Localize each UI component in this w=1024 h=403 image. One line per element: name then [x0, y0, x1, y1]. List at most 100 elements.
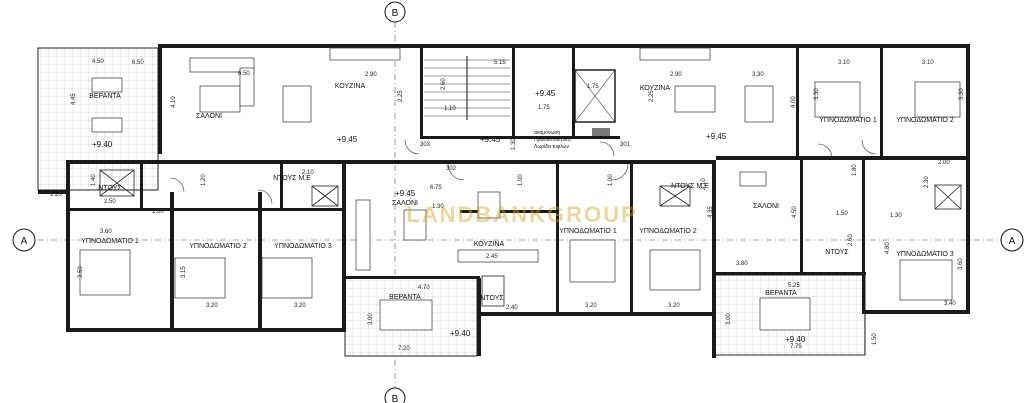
dimension-label: 1.30	[511, 138, 517, 150]
dimension-label: 2.60	[441, 78, 447, 90]
level-mark: +9.45	[535, 89, 556, 98]
dimension-label: 1.00	[518, 174, 524, 186]
door-numbers: 303 302 301	[420, 142, 631, 172]
room-label-saloni-right: ΣΑΛΟΝΙ	[753, 203, 779, 210]
room-label-ypnodomatio3-right: ΥΠΝΟΔΩΜΑΤΙΟ 3	[896, 251, 954, 258]
dimension-label: 1.30	[432, 204, 444, 210]
room-label-ypnodomatio1-right: ΥΠΝΟΔΩΜΑΤΙΟ 1	[819, 117, 877, 124]
dimension-label: 2.60	[848, 234, 854, 246]
dimension-label: 3.20	[668, 303, 680, 309]
dimension-label: 1.10	[444, 106, 456, 112]
stair-treads	[424, 56, 510, 120]
svg-text:B: B	[392, 394, 399, 403]
room-label-ypnodomatio2-mid: ΥΠΝΟΔΩΜΑΤΙΟ 2	[639, 228, 697, 235]
dimension-label: 2.00	[938, 160, 950, 166]
dimension-label: 3.60	[100, 229, 112, 235]
room-label-veranda-top-left: ΒΕΡΑΝΤΑ	[89, 93, 121, 100]
room-label-ntous-right: ΝΤΟΥΣ	[825, 249, 849, 256]
dimension-label: 7.75	[790, 344, 802, 350]
room-label-ntous-me-left: ΝΤΟΥΣ Μ.Ε	[273, 175, 311, 182]
svg-text:Προειδοποιητική: Προειδοποιητική	[534, 136, 571, 143]
dimension-label: 7.20	[398, 346, 410, 352]
dimension-label: 2.45	[486, 254, 498, 260]
dimension-label: 2.30	[924, 176, 930, 188]
kitchen-counters	[329, 47, 711, 263]
dimension-label: 4.45	[71, 93, 77, 105]
svg-text:A: A	[1009, 236, 1016, 247]
dimension-label: 4.70	[418, 285, 430, 291]
room-labels: ΒΕΡΑΝΤΑ ΣΑΛΟΝΙ ΚΟΥΖΙΝΑ ΝΤΟΥΣ ΝΤΟΥΣ Μ.Ε Υ…	[81, 83, 954, 302]
room-label-kouzina-left: ΚΟΥΖΙΝΑ	[335, 83, 366, 90]
room-label-ntous-mid: ΝΤΟΥΣ	[480, 295, 504, 302]
dimension-label: 1.80	[852, 164, 858, 176]
dimension-label: 3.00	[368, 313, 374, 325]
door-number: 302	[446, 166, 457, 172]
dimension-label: 6.75	[430, 185, 442, 191]
dimension-label: 3.30	[814, 88, 820, 100]
room-label-ypnodomatio2-right: ΥΠΝΟΔΩΜΑΤΙΟ 2	[896, 117, 954, 124]
dimension-label: 1.50	[872, 333, 878, 345]
dimension-label: 1.50	[836, 211, 848, 217]
dimension-label: 3.30	[959, 88, 965, 100]
lift-warning-strip	[592, 128, 610, 136]
dimension-label: 4.80	[885, 242, 891, 254]
room-label-kouzina-right: ΚΟΥΖΙΝΑ	[640, 85, 671, 92]
svg-text:Λωρίδα τυφλών: Λωρίδα τυφλών	[534, 143, 569, 150]
dimension-label: 3.00	[726, 313, 732, 325]
room-label-ypnodomatio1-left: ΥΠΝΟΔΩΜΑΤΙΟ 1	[81, 238, 139, 245]
level-mark: +9.40	[785, 335, 806, 344]
dimension-label: 1.30	[890, 213, 902, 219]
level-mark: +9.45	[395, 189, 416, 198]
dimension-label: 1.00	[152, 209, 164, 215]
dimension-label: 6.50	[132, 60, 144, 66]
room-label-saloni-left: ΣΑΛΟΝΙ	[196, 113, 222, 120]
dimension-label: 3.20	[585, 303, 597, 309]
dimension-label: 1.00	[608, 174, 614, 186]
dimension-label: 2.40	[506, 305, 518, 311]
room-label-saloni-mid: ΣΑΛΟΝΙ	[392, 200, 418, 207]
level-marks: +9.40 +9.45 +9.45 +9.45 +9.45 +9.45 +9.4…	[92, 89, 806, 344]
bath-fixtures	[99, 169, 962, 307]
level-mark: +9.45	[706, 132, 727, 141]
dimension-label: 3.15	[181, 266, 187, 278]
dimension-label: 3.60	[958, 258, 964, 270]
svg-text:B: B	[392, 8, 399, 19]
watermark-logo: LANDBANKGROUP	[406, 202, 637, 227]
room-label-ypnodomatio2-left: ΥΠΝΟΔΩΜΑΤΙΟ 2	[189, 243, 247, 250]
dimensions: 4.50 6.50 4.45 1.20 6.50 4.10 2.90 2.25 …	[50, 59, 965, 352]
dimension-label: 3.50	[78, 266, 84, 278]
dimension-label: 3.30	[752, 72, 764, 78]
dimension-label: 4.50	[92, 59, 104, 65]
dimension-label: 2.25	[398, 90, 404, 102]
walls	[38, 44, 970, 358]
dimension-label: 2.90	[670, 72, 682, 78]
lift-note: αναμόνωση Προειδοποιητική Λωρίδα τυφλών	[534, 129, 571, 150]
dimension-label: 4.10	[171, 96, 177, 108]
dimension-label: 6.50	[238, 71, 250, 77]
svg-text:A: A	[21, 236, 28, 247]
grid-marker-top: B	[384, 1, 406, 23]
dimension-label: 3.10	[922, 60, 934, 66]
dimension-label: 3.80	[736, 261, 748, 267]
dimension-label: 2.90	[365, 72, 377, 78]
level-mark: +9.45	[337, 135, 358, 144]
dimension-label: 3.10	[838, 60, 850, 66]
furniture	[79, 57, 961, 331]
dimension-label: 4.00	[791, 96, 797, 108]
level-mark: +9.45	[480, 135, 501, 144]
dimension-label: 2.10	[701, 178, 707, 190]
dimension-label: 1.20	[201, 174, 207, 186]
room-label-ypnodomatio3-left: ΥΠΝΟΔΩΜΑΤΙΟ 3	[274, 243, 332, 250]
door-swings	[169, 139, 877, 205]
dimension-label: 4.50	[792, 206, 798, 218]
level-mark: +9.40	[450, 329, 471, 338]
svg-text:αναμόνωση: αναμόνωση	[534, 129, 560, 136]
grid-marker-right: A	[1000, 228, 1024, 252]
dimension-label: 1.40	[91, 174, 97, 186]
dimension-label: 5.15	[494, 60, 506, 66]
room-label-veranda-right: ΒΕΡΑΝΤΑ	[765, 290, 797, 297]
dimension-label: 2.50	[104, 199, 116, 205]
room-label-kouzina-mid: ΚΟΥΖΙΝΑ	[474, 241, 505, 248]
dimension-label: 3.20	[294, 303, 306, 309]
